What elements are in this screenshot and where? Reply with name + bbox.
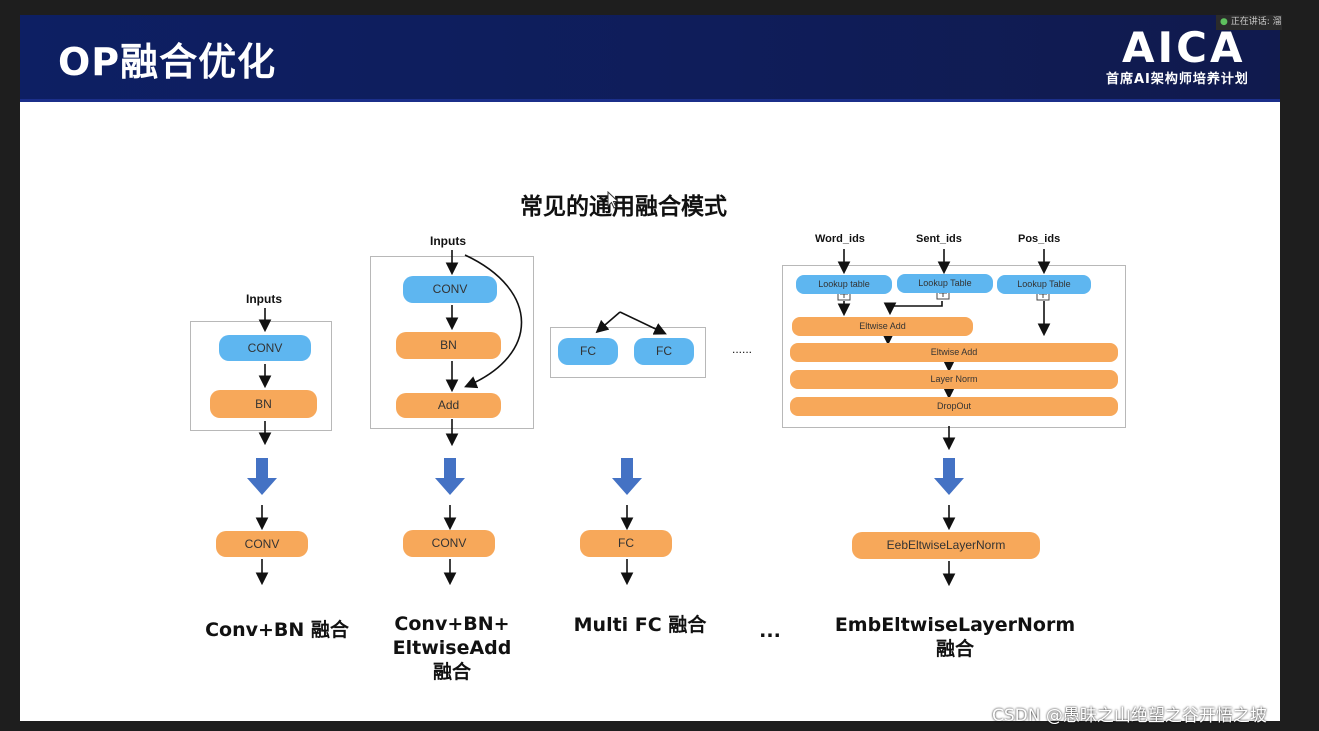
- d4-result-node: EebEltwiseLayerNorm: [852, 532, 1040, 559]
- d1-result-node: CONV: [216, 531, 308, 557]
- d2-caption-line2: EltwiseAdd: [392, 637, 512, 659]
- fuse-arrows: [247, 458, 964, 495]
- d2-result-node: CONV: [403, 530, 495, 557]
- d3-fc-node-1: FC: [558, 338, 618, 365]
- d1-bn-node: BN: [210, 390, 317, 418]
- d4-caption-line1: EmbEltwiseLayerNorm: [834, 614, 1076, 636]
- d1-conv-node: CONV: [219, 335, 311, 361]
- d4-lookup-table-1: Lookup table: [796, 275, 892, 294]
- d2-inputs-label: Inputs: [430, 234, 466, 248]
- aica-logo: AICA: [1122, 23, 1246, 72]
- d4-lookup-table-3: Lookup Table: [997, 275, 1091, 294]
- aica-logo-subtitle: 首席AI架构师培养计划: [1106, 72, 1249, 87]
- d2-caption-line1: Conv+BN+: [394, 613, 510, 635]
- d4-layer-norm: Layer Norm: [790, 370, 1118, 389]
- caption-ellipsis: ...: [759, 620, 781, 642]
- csdn-watermark: CSDN @愚昧之山绝望之谷开悟之坡: [992, 706, 1267, 726]
- d3-result-node: FC: [580, 530, 672, 557]
- slide-title: OP融合优化: [58, 40, 277, 84]
- mouse-cursor-icon: [607, 191, 620, 209]
- d4-input-sent-ids: Sent_ids: [916, 233, 962, 245]
- d4-input-pos-ids: Pos_ids: [1018, 233, 1061, 245]
- d4-input-word-ids: Word_ids: [815, 233, 865, 245]
- d2-caption: Conv+BN+ EltwiseAdd 融合: [382, 612, 522, 684]
- d1-caption: Conv+BN 融合: [205, 619, 349, 641]
- slide-header: OP融合优化 AICA 首席AI架构师培养计划: [20, 15, 1280, 102]
- speaking-indicator: ● 正在讲话: 溜判: [1216, 15, 1282, 30]
- d2-add-node: Add: [396, 393, 501, 418]
- header-divider: [20, 99, 1280, 102]
- d2-caption-line3: 融合: [432, 661, 471, 683]
- d3-fc-node-2: FC: [634, 338, 694, 365]
- d2-bn-node: BN: [396, 332, 501, 359]
- d3-caption: Multi FC 融合: [573, 614, 707, 636]
- d4-eltwise-add-1: Eltwise Add: [792, 317, 973, 336]
- d4-caption-line2: 融合: [935, 638, 974, 660]
- d4-lookup-table-2: Lookup Table: [897, 274, 993, 293]
- d2-conv-node: CONV: [403, 276, 497, 303]
- d4-eltwise-add-2: Eltwise Add: [790, 343, 1118, 362]
- d1-inputs-label: Inputs: [246, 292, 282, 306]
- d4-dropout: DropOut: [790, 397, 1118, 416]
- mid-ellipsis: ......: [732, 342, 753, 356]
- d4-caption: EmbEltwiseLayerNorm 融合: [830, 613, 1080, 661]
- presentation-slide: OP融合优化 AICA 首席AI架构师培养计划 常见的通用融合模式: [20, 15, 1280, 721]
- diagram-heading: 常见的通用融合模式: [520, 194, 727, 220]
- speaking-label: 正在讲话: 溜判: [1230, 17, 1282, 27]
